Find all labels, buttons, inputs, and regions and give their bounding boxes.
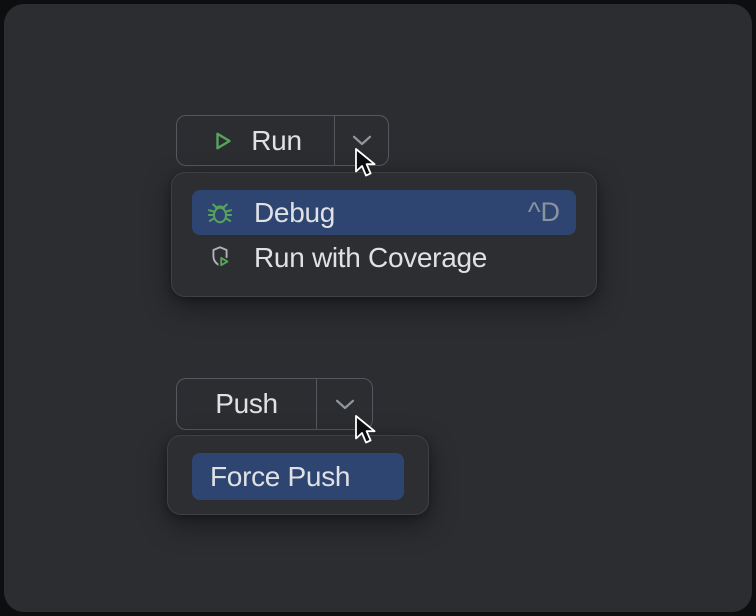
coverage-shield-icon (206, 244, 234, 272)
push-dropdown-menu: Force Push (167, 435, 429, 515)
debug-bug-icon (206, 199, 234, 227)
menu-item-shortcut: ^D (527, 197, 560, 227)
run-button-main[interactable]: Run (177, 116, 335, 165)
menu-item-label: Debug (254, 196, 336, 228)
menu-item-run-with-coverage[interactable]: Run with Coverage (192, 235, 576, 280)
menu-item-debug[interactable]: Debug ^D (192, 190, 576, 235)
menu-item-force-push[interactable]: Force Push (192, 453, 404, 500)
menu-item-label: Force Push (210, 460, 351, 492)
run-button-label: Run (251, 124, 302, 156)
push-button-main[interactable]: Push (177, 379, 317, 429)
push-button-label: Push (215, 388, 278, 419)
app-background: Run (4, 4, 752, 612)
menu-item-label: Run with Coverage (254, 241, 488, 273)
run-dropdown-menu: Debug ^D Run with Coverage (171, 172, 597, 297)
chevron-down-icon (352, 135, 372, 146)
play-icon (209, 128, 235, 154)
chevron-down-icon (335, 399, 355, 410)
push-split-button: Push (176, 378, 373, 430)
push-dropdown-toggle[interactable] (317, 379, 372, 429)
run-split-button: Run (176, 115, 389, 166)
run-dropdown-toggle[interactable] (335, 116, 388, 165)
